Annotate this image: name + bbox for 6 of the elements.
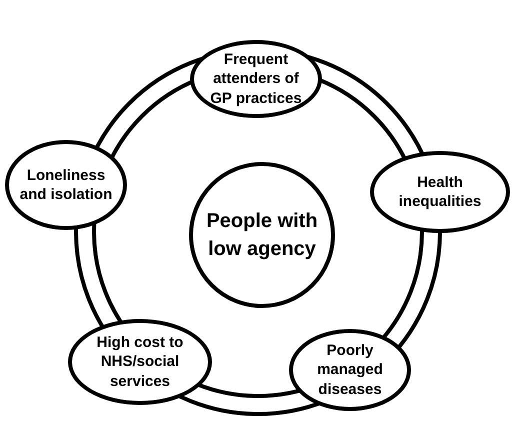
node-label: Health inequalities	[398, 172, 482, 212]
node-label: Loneliness and isolation	[18, 166, 114, 204]
node-label: Frequent attenders of GP practices	[209, 50, 303, 108]
node-label: People with low agency	[205, 209, 319, 262]
node-label: High cost to NHS/social services	[96, 332, 184, 392]
node-label: Poorly managed diseases	[316, 340, 384, 400]
